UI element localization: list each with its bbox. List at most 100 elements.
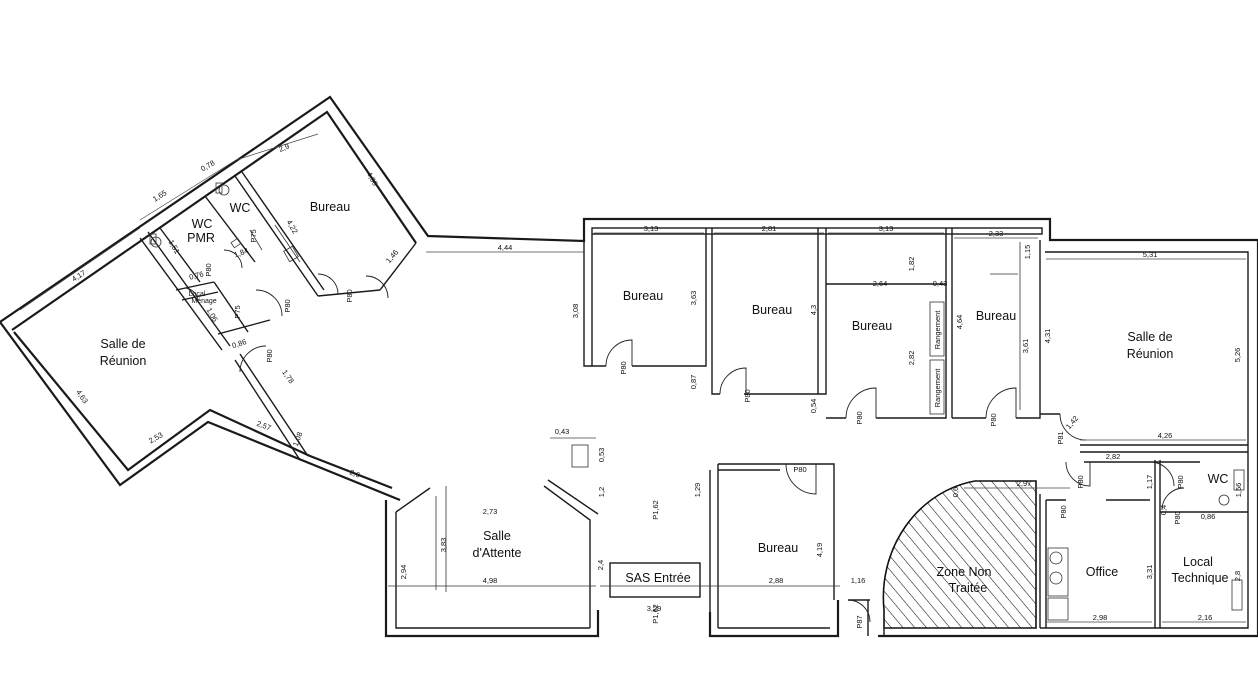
door-label-p80-9: P80	[1076, 475, 1085, 488]
dim-0-86: 0,86	[231, 337, 248, 350]
dim-1-2: 1,2	[597, 487, 606, 497]
room-label-bureau-6: Bureau	[758, 541, 798, 555]
wall-left-lower	[0, 321, 401, 502]
wall-bottom-mid	[708, 600, 840, 638]
door-label-p80-5: P80	[619, 361, 628, 374]
room-label-wc-pmr-2: PMR	[187, 231, 215, 245]
room-label-salle-reunion-right-2: Réunion	[1127, 347, 1174, 361]
central-rooms	[388, 444, 870, 636]
dim-2-9: 2,9	[278, 142, 291, 154]
dim-4-17: 4,17	[70, 268, 87, 283]
dim-1-16: 1,16	[851, 576, 866, 585]
wall-left-lower-inner	[13, 331, 393, 490]
room-label-zone-non-traitee-1: Zone Non	[937, 565, 992, 579]
dim-1-46: 1,46	[384, 248, 400, 265]
dim-3-31: 3,31	[1145, 565, 1154, 580]
dim-1-17: 1,17	[1145, 475, 1154, 490]
dim-2-57: 2,57	[255, 419, 272, 432]
room-label-bureau-4: Bureau	[852, 319, 892, 333]
door-label-p80-6: P80	[743, 389, 752, 402]
door-label-p80-4: P80	[265, 349, 274, 362]
dim-0-53: 0,53	[597, 448, 606, 463]
door-label-p162-1: P1,62	[651, 500, 660, 520]
dim-0-87: 0,87	[689, 375, 698, 390]
zone-non-traitee-shape	[882, 480, 1037, 636]
dim-3-29: 3,29	[647, 604, 662, 613]
dim-1-56: 1,56	[1234, 483, 1243, 498]
room-label-local-technique-2: Technique	[1172, 571, 1229, 585]
dim-4-22: 4,22	[285, 218, 300, 235]
dim-3-83: 3,83	[439, 538, 448, 553]
dim-1-15: 1,15	[1023, 245, 1032, 260]
room-label-salle-attente-2: d'Attente	[473, 546, 522, 560]
wall-right-inner	[1040, 251, 1249, 629]
dim-4-44: 4,44	[498, 243, 513, 252]
room-label-local-technique-1: Local	[1183, 555, 1213, 569]
door-label-p80-10: P80	[1176, 475, 1185, 488]
wall-left-wing-outer	[0, 95, 1258, 323]
left-wing-interior	[139, 171, 417, 461]
dim-2-33: 2,33	[989, 229, 1004, 238]
dim-4-19: 4,19	[815, 543, 824, 558]
dim-2-98: 2,98	[1093, 613, 1108, 622]
dim-3-13-b: 3,13	[879, 224, 894, 233]
door-label-p81: P81	[1056, 431, 1065, 444]
room-label-salle-reunion-left-1: Salle de	[100, 337, 145, 351]
dim-2-53: 2,53	[147, 430, 164, 445]
dim-3-63: 3,63	[689, 291, 698, 306]
dim-4-31: 4,31	[1043, 329, 1052, 344]
dim-0-6: 0,6	[951, 487, 960, 497]
room-label-bureau-5: Bureau	[976, 309, 1016, 323]
door-label-p75-1: P75	[249, 229, 258, 242]
dim-1-42: 1,42	[1064, 414, 1080, 431]
dim-2-8: 2,8	[1233, 571, 1242, 581]
door-label-p80-7: P80	[855, 411, 864, 424]
dim-3-61: 3,61	[1021, 339, 1030, 354]
dim-2-64: 2,64	[873, 279, 888, 288]
dim-4-64: 4,64	[955, 315, 964, 330]
door-label-p80-8: P80	[989, 413, 998, 426]
dim-3-13-a: 3,13	[644, 224, 659, 233]
wall-bottom-outer	[384, 500, 600, 638]
door-label-p80-1: P80	[204, 263, 213, 276]
door-label-p87: P87	[855, 615, 864, 628]
dim-3-08: 3,08	[571, 304, 580, 319]
room-label-wc-pmr-1: WC	[192, 217, 213, 231]
room-label-local-menage-1: Local	[189, 291, 206, 298]
dim-1-29: 1,29	[693, 483, 702, 498]
dim-2-16: 2,16	[1198, 613, 1213, 622]
room-label-bureau-3: Bureau	[752, 303, 792, 317]
dim-0-54: 0,54	[809, 399, 818, 414]
door-swings	[183, 249, 1185, 623]
dim-2-73: 2,73	[483, 507, 498, 516]
wall-bottom-right	[878, 240, 1258, 638]
door-labels: P80 P75 P75 P80 P80 P80 P80 P80 P80 P80 …	[204, 229, 1185, 628]
dim-1-78: 1,78	[280, 368, 296, 385]
room-label-wc-2: WC	[1208, 472, 1229, 486]
door-label-p80-12: P80	[1173, 511, 1182, 524]
room-label-wc-1: WC	[230, 201, 251, 215]
door-label-p75-2: P75	[233, 305, 242, 318]
walls	[0, 95, 1258, 638]
dim-1-82: 1,82	[907, 257, 916, 272]
room-label-bureau-2: Bureau	[623, 289, 663, 303]
dim-2-97: 2,97	[1017, 479, 1032, 488]
room-label-zone-non-traitee-2: Traitée	[949, 581, 987, 595]
dim-2-82-b: 2,82	[1106, 452, 1121, 461]
door-label-p80-2: P80	[283, 299, 292, 312]
right-rooms	[1039, 444, 1248, 628]
door-label-p80-13: P80	[793, 465, 806, 474]
dim-0-76: 0,76	[188, 269, 204, 281]
room-labels: Salle de Réunion Bureau WC PMR WC Local …	[100, 200, 1229, 595]
wall-bottom-inner-left	[395, 512, 590, 629]
dim-0-78: 0,78	[199, 158, 216, 173]
dim-2-4: 2,4	[596, 560, 605, 570]
dim-2-94: 2,94	[399, 565, 408, 580]
dim-0-4: 0,4	[1159, 505, 1168, 515]
dim-1-65: 1,65	[151, 188, 168, 203]
dim-0-43-b: 0,43	[555, 427, 570, 436]
door-label-p80-11: P80	[1059, 505, 1068, 518]
dim-2-88: 2,88	[769, 576, 784, 585]
